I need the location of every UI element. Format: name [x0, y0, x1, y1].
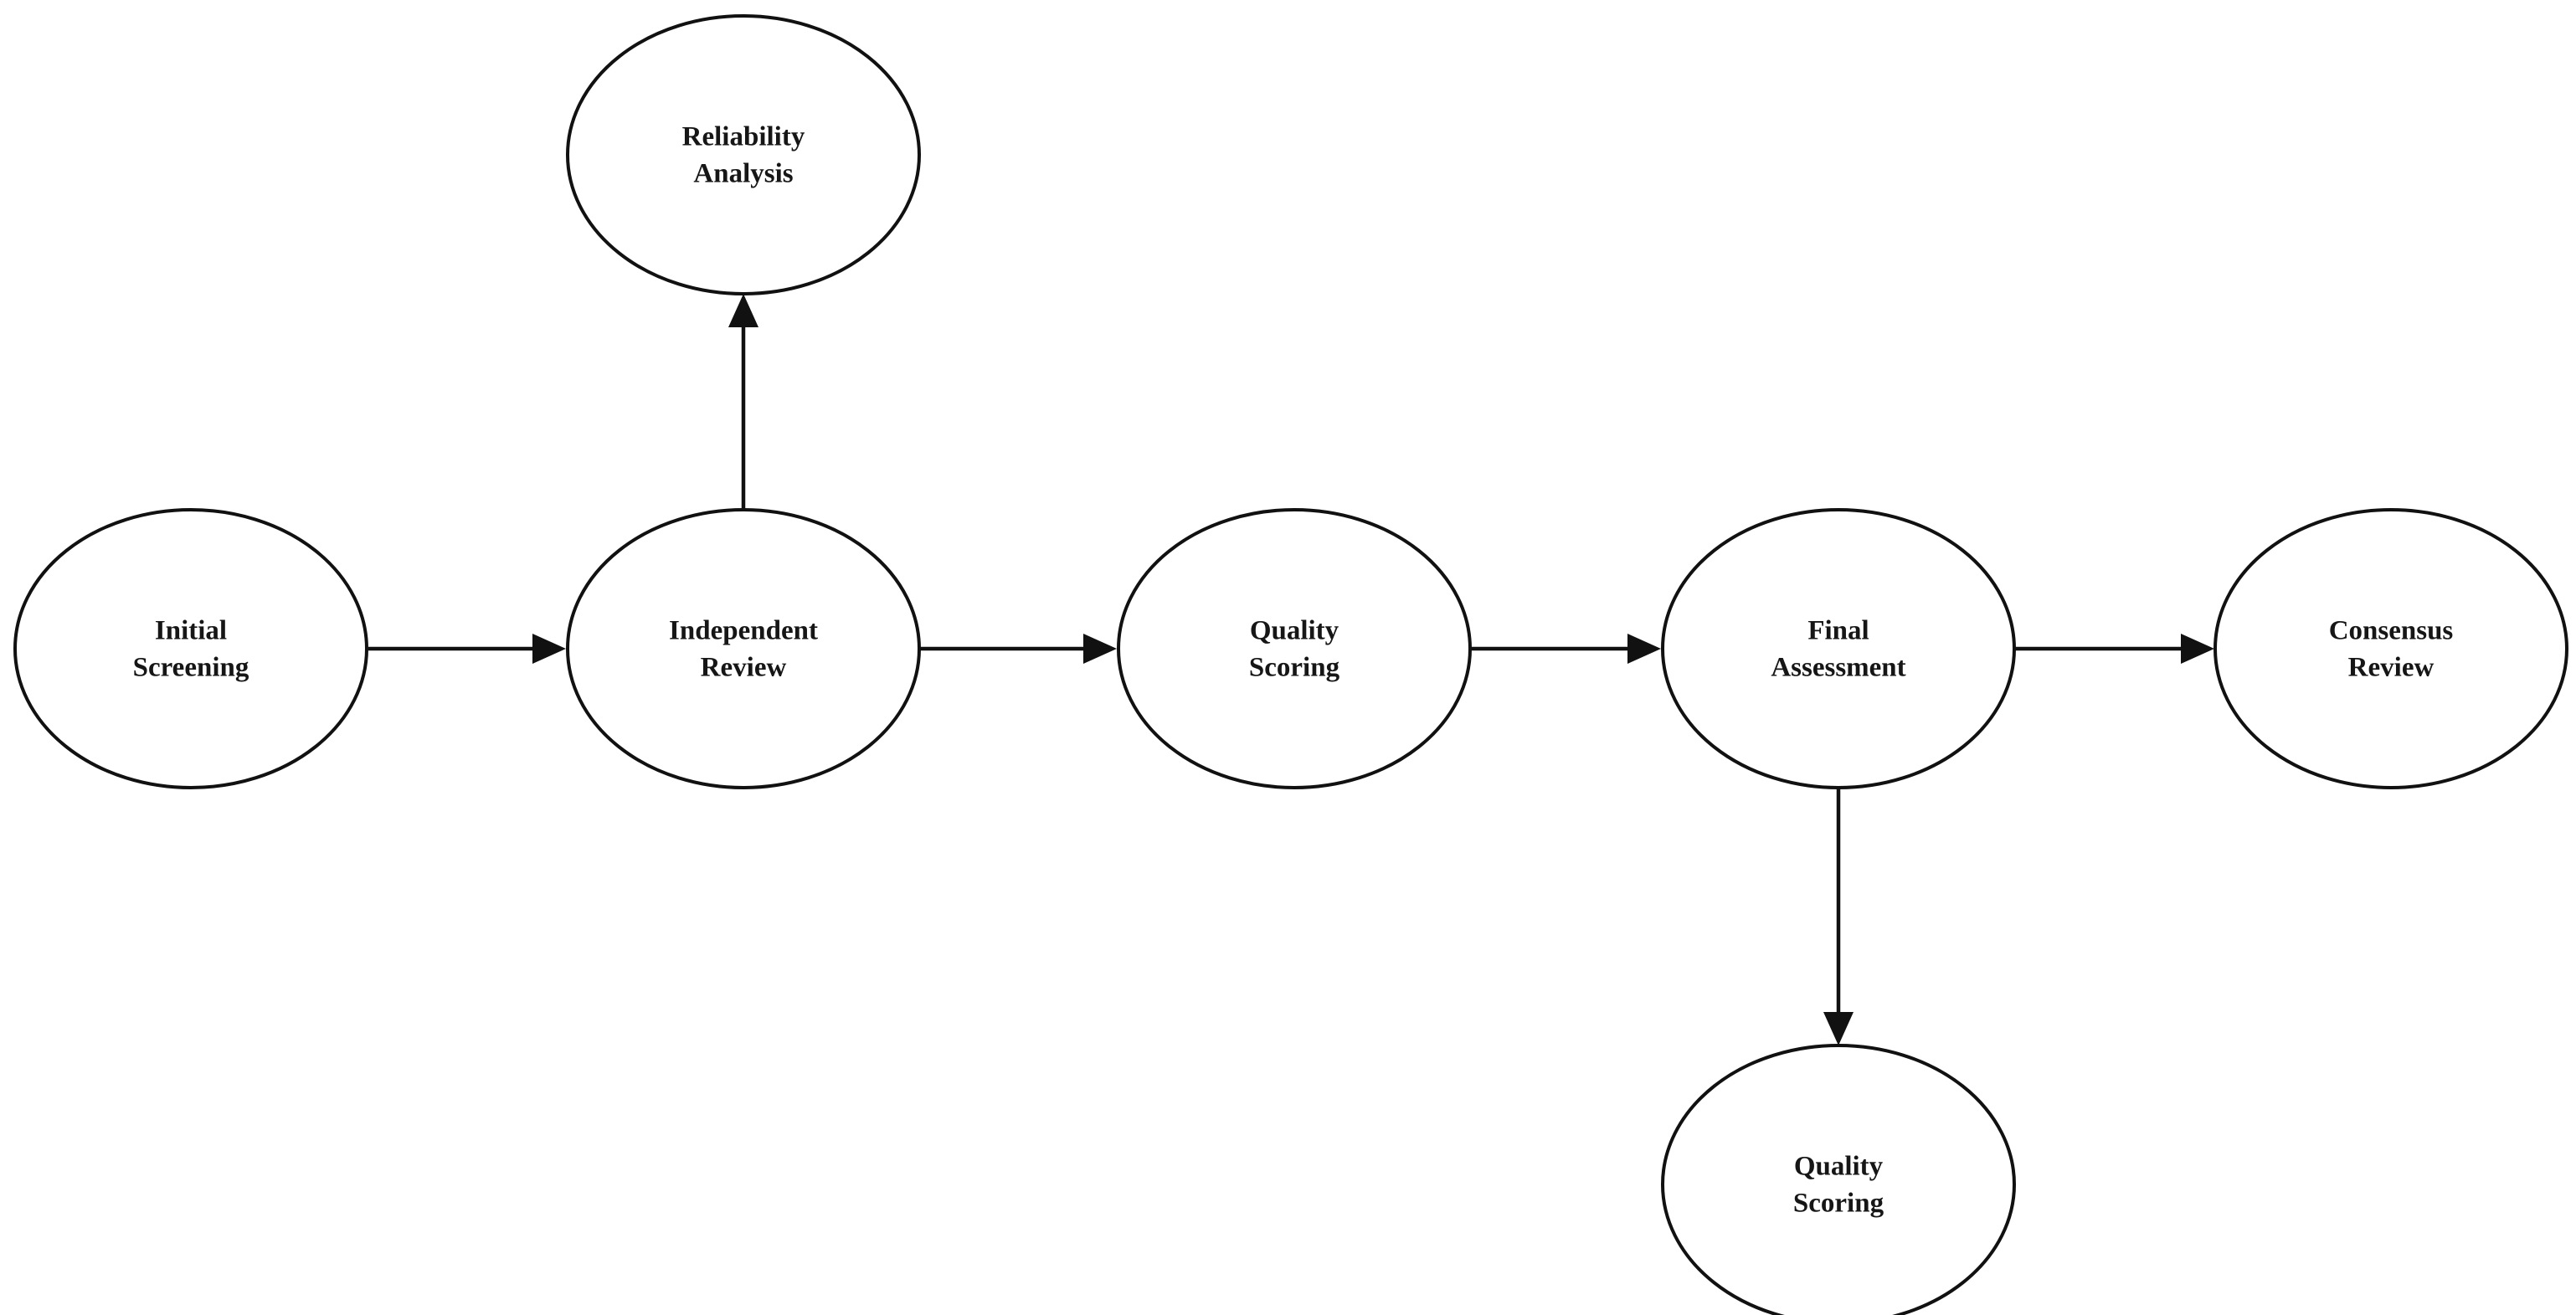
node-shape [2214, 508, 2568, 789]
node-label-line1: Quality [1794, 1152, 1884, 1182]
node-label-line1: Final [1807, 616, 1869, 646]
node-shape [13, 508, 368, 789]
nodes-layer: Reliability Analysis Initial Screening I… [13, 14, 2568, 1315]
node-shape [566, 14, 921, 295]
node-label-line2: Review [701, 653, 787, 683]
node-shape [1117, 508, 1472, 789]
arrow-head-icon [2181, 634, 2214, 664]
node-reliability-analysis[interactable]: Reliability Analysis [566, 14, 921, 295]
node-final-assessment[interactable]: Final Assessment [1661, 508, 2016, 789]
node-shape [1661, 1044, 2016, 1315]
arrow-head-icon [532, 634, 566, 664]
edge-final-to-quality-secondary[interactable] [1823, 787, 1854, 1045]
node-shape [566, 508, 921, 789]
node-label-line1: Independent [669, 616, 818, 646]
node-initial-screening[interactable]: Initial Screening [13, 508, 368, 789]
node-shape [1661, 508, 2016, 789]
arrow-head-icon [1823, 1012, 1854, 1045]
node-label-line2: Analysis [693, 159, 793, 189]
edges-layer [368, 294, 2214, 1045]
node-label-line1: Quality [1250, 616, 1339, 646]
arrow-head-icon [1627, 634, 1661, 664]
arrow-head-icon [1083, 634, 1117, 664]
node-independent-review[interactable]: Independent Review [566, 508, 921, 789]
node-quality-scoring-secondary[interactable]: Quality Scoring [1661, 1044, 2016, 1315]
node-label-line1: Consensus [2329, 616, 2454, 646]
node-consensus-review[interactable]: Consensus Review [2214, 508, 2568, 789]
edge-independent-to-quality[interactable] [920, 634, 1117, 664]
node-label-line2: Assessment [1771, 653, 1905, 683]
node-quality-scoring-main[interactable]: Quality Scoring [1117, 508, 1472, 789]
node-label-line2: Scoring [1249, 653, 1340, 683]
node-label-line2: Review [2348, 653, 2435, 683]
edge-quality-to-final[interactable] [1471, 634, 1661, 664]
node-label-line1: Initial [155, 616, 227, 646]
node-label-line2: Scoring [1793, 1189, 1884, 1219]
node-label-line2: Screening [133, 653, 249, 683]
arrow-head-icon [728, 294, 758, 327]
edge-independent-to-reliability[interactable] [728, 294, 758, 510]
edge-final-to-consensus[interactable] [2015, 634, 2214, 664]
edge-initial-to-independent[interactable] [368, 634, 566, 664]
node-label-line1: Reliability [682, 122, 805, 152]
